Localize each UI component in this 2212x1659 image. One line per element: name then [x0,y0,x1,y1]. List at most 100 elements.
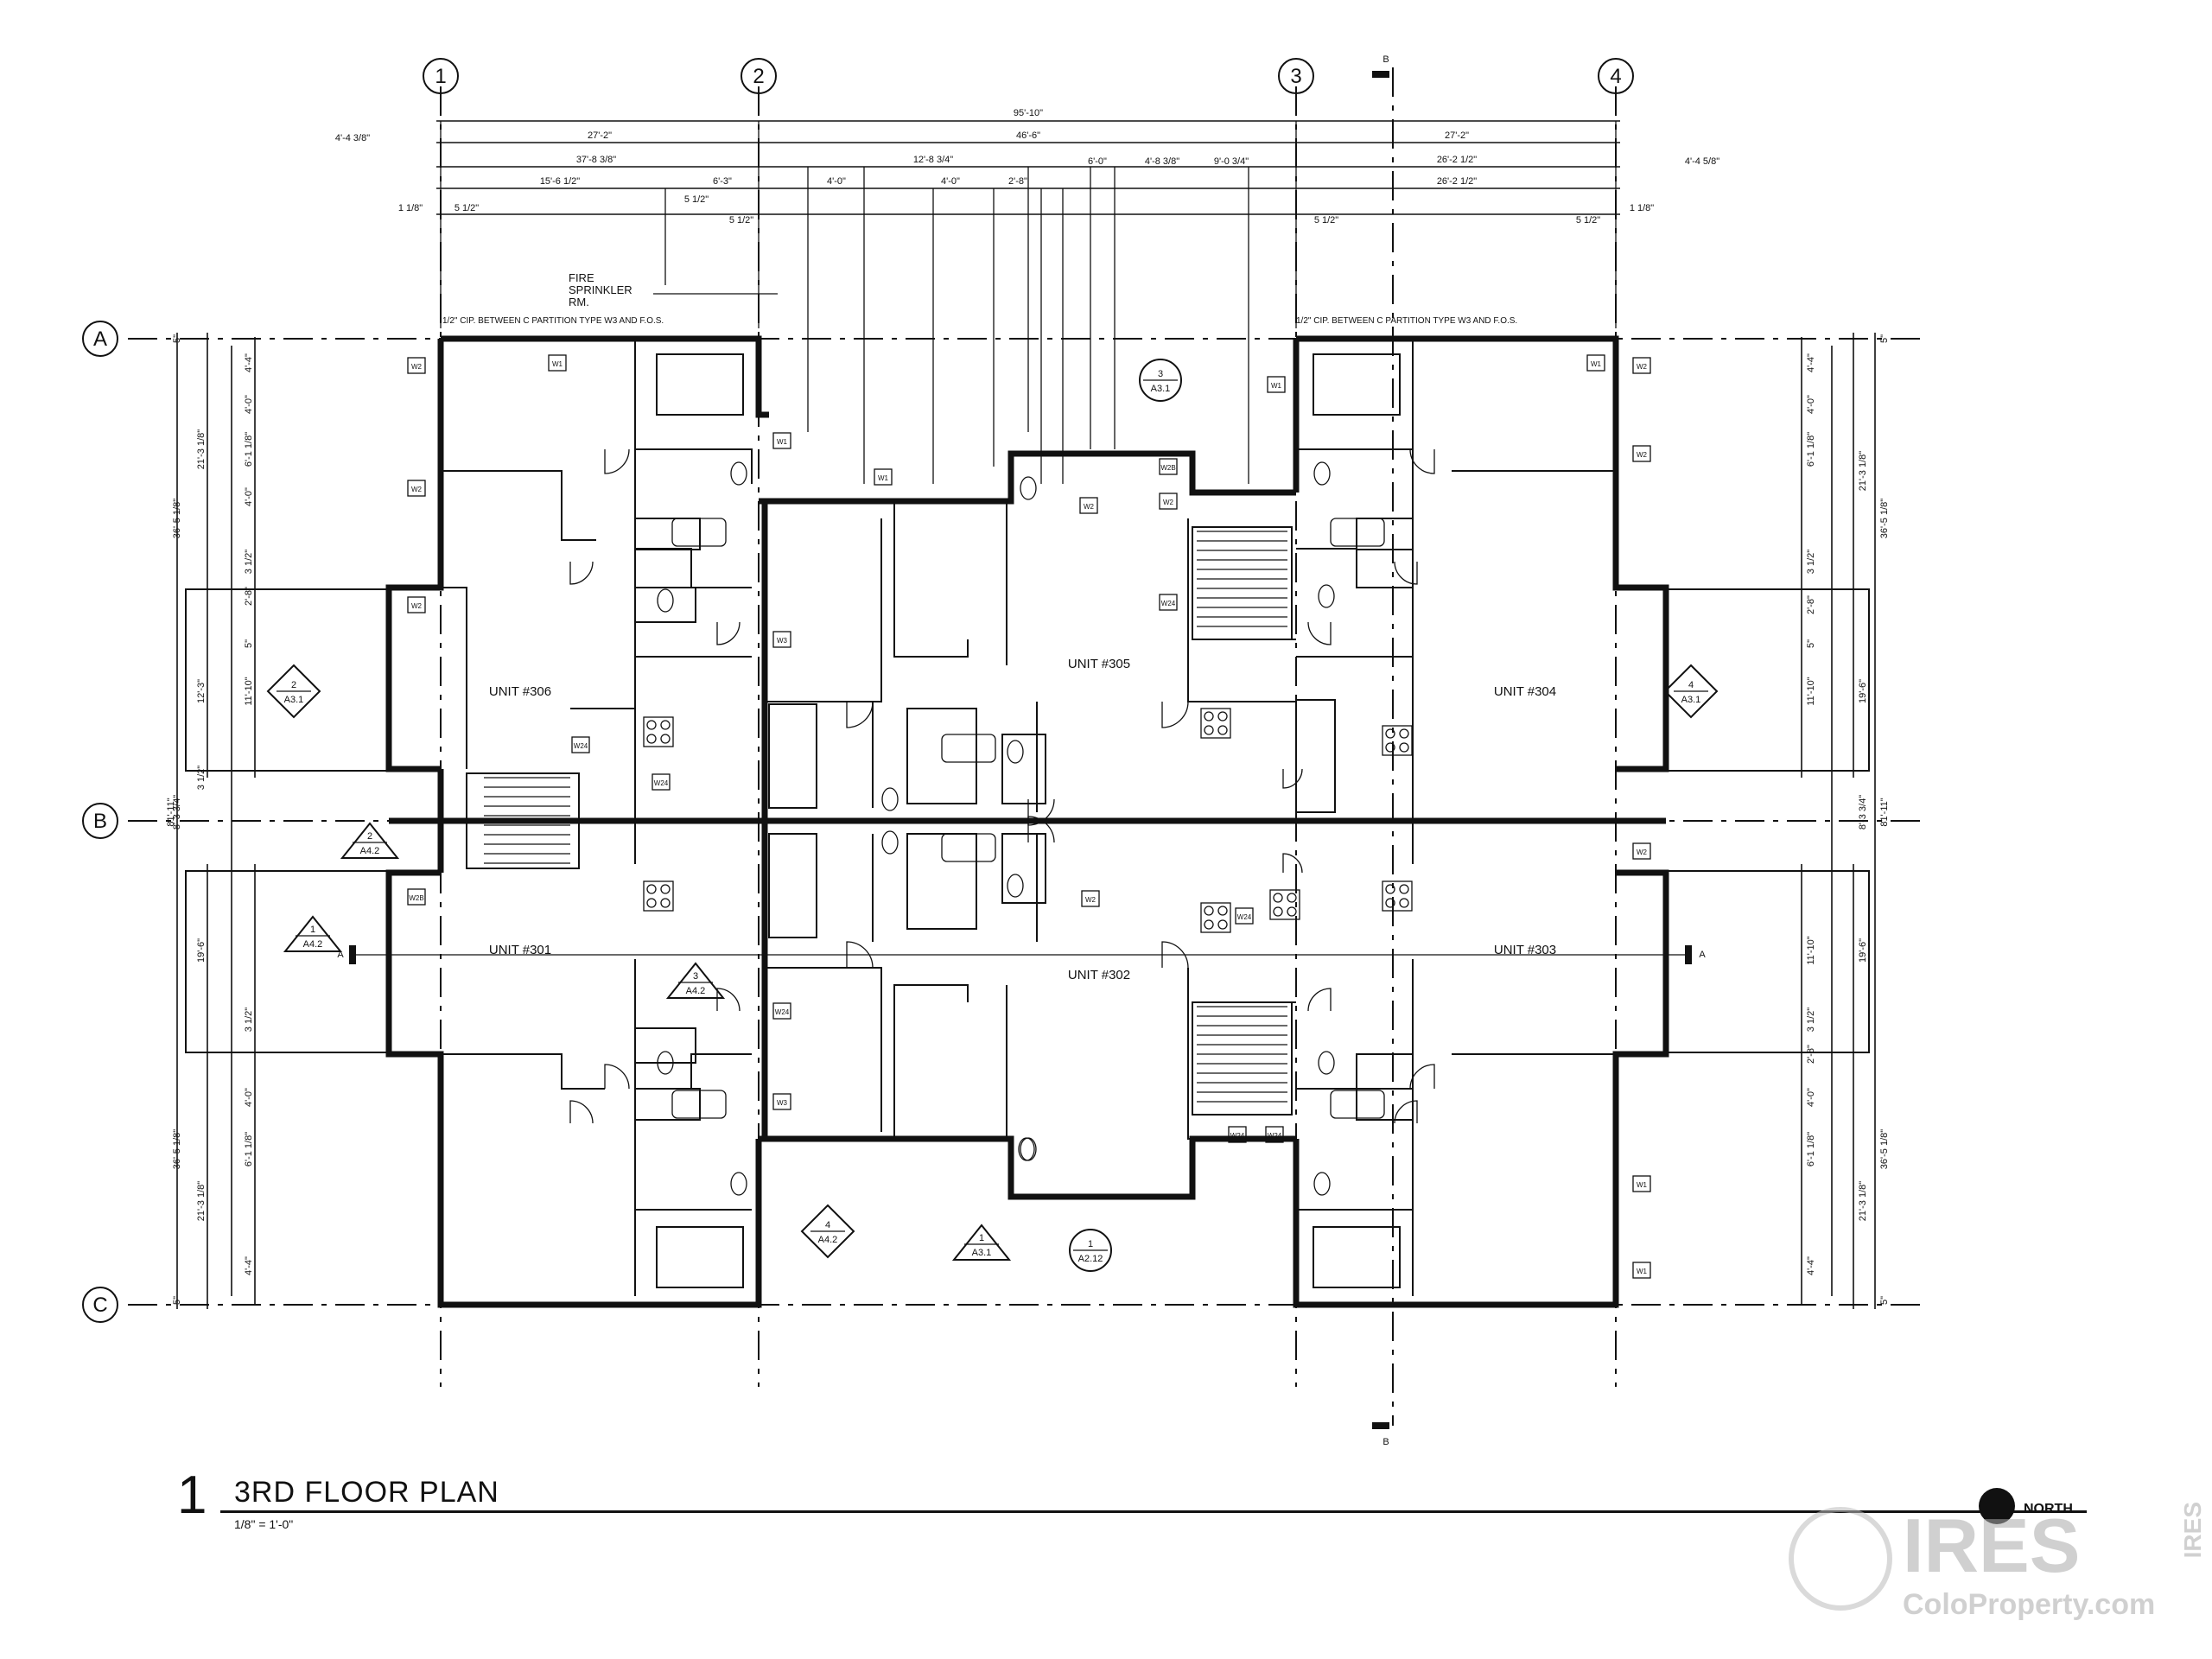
svg-text:W24: W24 [775,1008,790,1016]
detail-callout: 3A3.1 [1139,359,1182,402]
svg-text:A4.2: A4.2 [686,986,706,996]
dimension-label: 6'-1 1/8" [244,432,254,467]
door-swing [569,561,594,585]
svg-text:46'-6": 46'-6" [1016,130,1040,141]
interior-walls [441,339,1616,1296]
svg-text:W1: W1 [878,474,889,482]
dimension-label: 4'-0" [1806,395,1816,414]
watermark-brand: IRES [1903,1503,2081,1588]
door-swing [1307,988,1332,1012]
svg-text:W1: W1 [1637,1181,1648,1189]
burner [1399,884,1409,894]
range-fixture [1382,880,1413,912]
door-swing [716,621,741,645]
bathtub-fixture [1330,518,1385,547]
burner [1204,711,1214,721]
svg-text:W1: W1 [777,438,788,446]
wall-type-tag: W24 [1265,1126,1284,1143]
svg-text:4'-0": 4'-0" [827,176,846,187]
title-rule [220,1510,2087,1513]
grid-bubble-4: 4 [1598,58,1634,94]
burner [660,884,671,894]
svg-text:5 1/2": 5 1/2" [684,194,709,205]
wall-type-tag: W3 [772,1093,791,1110]
svg-text:A4.2: A4.2 [303,939,323,950]
svg-text:2: 2 [753,65,764,88]
grid-bubble-1: 1 [423,58,459,94]
toilet-fixture [1313,461,1331,486]
svg-text:5 1/2": 5 1/2" [729,215,753,226]
svg-text:26'-2 1/2": 26'-2 1/2" [1437,176,1477,187]
wall-type-tag: W24 [571,736,590,753]
door-swing [604,448,630,474]
wall-type-tag: W2B [407,888,426,906]
burner [646,720,657,730]
svg-text:95'-10": 95'-10" [1014,108,1043,118]
north-label: NORTH [2024,1502,2073,1516]
toilet-fixture [1020,476,1037,500]
door-swing [1394,561,1418,585]
burner [1385,728,1395,739]
door-swing [569,1100,594,1124]
svg-text:12'-8 3/4": 12'-8 3/4" [913,155,953,165]
range-fixture [1269,889,1300,920]
toilet-fixture [881,787,899,811]
burner [1385,742,1395,753]
door-swing [1161,941,1189,969]
dimension-label: 21'-3 1/8" [1858,451,1868,491]
dimension-label: 4'-4" [244,353,254,372]
svg-text:A4.2: A4.2 [818,1235,838,1245]
svg-text:W1: W1 [1591,360,1602,368]
door-swing [1307,621,1332,645]
wall-type-tag: W2 [1632,445,1651,462]
unit-label-301: UNIT #301 [489,943,551,957]
svg-text:C: C [92,1294,107,1317]
svg-text:4'-8 3/8": 4'-8 3/8" [1145,156,1179,167]
burner [1287,893,1297,903]
wall-type-tag: W24 [772,1002,791,1020]
dimension-label: 6'-1 1/8" [244,1132,254,1166]
svg-text:9'-0 3/4": 9'-0 3/4" [1214,156,1249,167]
dimension-label: 21'-3 1/8" [1858,1181,1868,1221]
grid-lines [128,67,1925,1426]
dimension-label: 11'-10" [244,677,254,705]
svg-text:1: 1 [435,65,446,88]
right-dimensions [1801,333,1876,1309]
burner [660,898,671,908]
dimension-label: 3 1/2" [244,1007,254,1032]
svg-text:4'-4 5/8": 4'-4 5/8" [1685,156,1719,167]
svg-text:W2: W2 [411,363,423,371]
svg-text:3: 3 [693,971,698,982]
svg-text:A2.12: A2.12 [1078,1254,1103,1264]
dimension-label: 8'-3 3/4" [172,795,182,830]
svg-text:W24: W24 [1230,1132,1245,1140]
svg-text:1: 1 [1088,1239,1093,1249]
svg-text:W24: W24 [654,779,669,787]
partition-note-right: 1/2" CIP. BETWEEN C PARTITION TYPE W3 AN… [1296,316,1517,326]
range-fixture [643,880,674,912]
svg-text:B: B [1382,1437,1389,1447]
unit-label-303: UNIT #303 [1494,943,1556,957]
toilet-fixture [1018,1137,1035,1161]
dimension-label: 4'-0" [244,395,254,414]
partition-notes: 1/2" CIP. BETWEEN C PARTITION TYPE W3 AN… [442,316,1517,326]
wall-type-tag: W24 [1235,907,1254,925]
svg-text:5 1/2": 5 1/2" [1314,215,1338,226]
svg-text:3: 3 [1158,369,1163,379]
fixtures [643,461,1413,1196]
bathtub-fixture [941,734,996,763]
svg-text:5 1/2": 5 1/2" [1576,215,1600,226]
toilet-fixture [1318,1051,1335,1075]
door-swing [846,941,874,969]
wall-type-tag: W2 [407,596,426,613]
side-dimension-labels: 5"4'-4"4'-0"6'-1 1/8"4'-0"21'-3 1/8"36'-… [166,334,1890,1305]
detail-callout: 3A4.2 [665,962,726,999]
dimension-label: 19'-6" [1858,938,1868,963]
svg-text:W2: W2 [1084,503,1095,511]
toilet-fixture [730,1172,747,1196]
toilet-fixture [657,1051,674,1075]
unit-labels: UNIT #306 UNIT #305 UNIT #304 UNIT #301 … [489,657,1556,982]
dimension-label: 36'-5 1/8" [1879,499,1890,538]
wall-type-tag: W1 [1267,376,1286,393]
wall-type-tag: W2 [407,357,426,374]
